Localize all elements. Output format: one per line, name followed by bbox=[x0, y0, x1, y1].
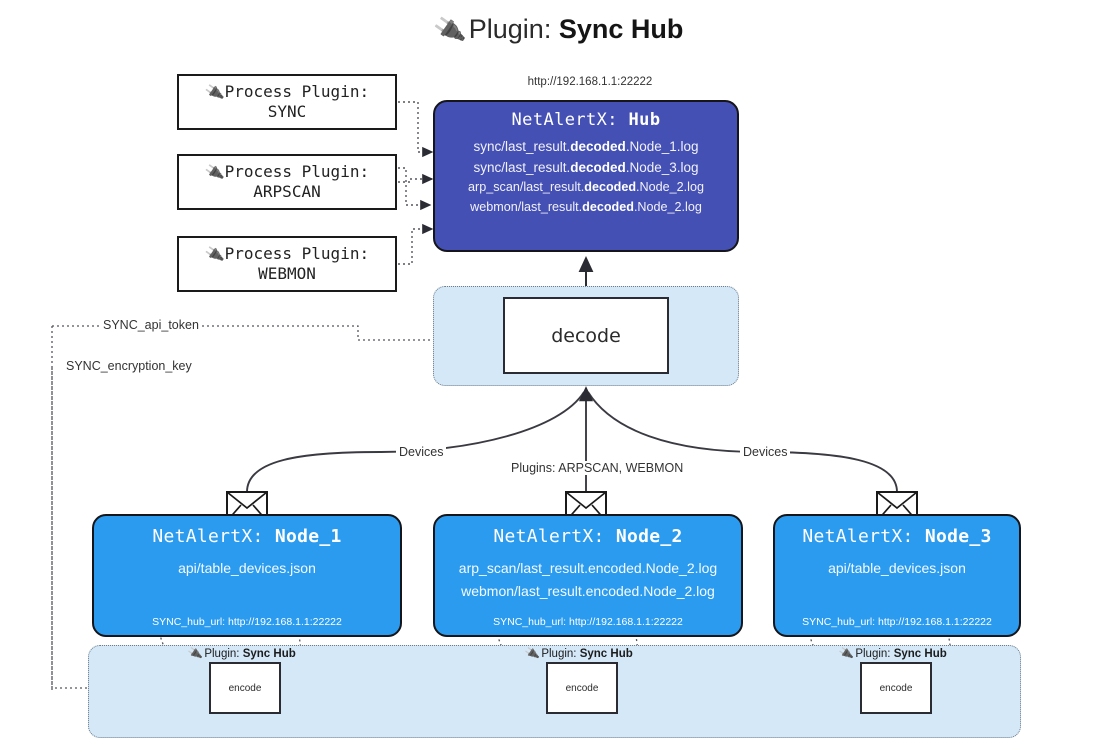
hub-title-lead: NetAlertX: bbox=[511, 110, 618, 130]
wire-node3-devices bbox=[587, 391, 898, 493]
node-line: api/table_devices.json bbox=[178, 560, 316, 576]
hub-log-pre: sync/last_result. bbox=[473, 139, 571, 154]
hub-log-pre: sync/last_result. bbox=[473, 160, 571, 176]
encode-plugin-lead: Plugin: bbox=[541, 648, 577, 660]
node-title: NetAlertX: Node_1 bbox=[94, 526, 400, 547]
hub-log-mid: decoded bbox=[582, 200, 634, 215]
encode-box-1[interactable]: encode bbox=[209, 662, 281, 714]
hub-log-post: .Node_3.log bbox=[625, 160, 699, 176]
hub-log-mid: decoded bbox=[584, 180, 637, 195]
node-box-node1[interactable]: NetAlertX: Node_1 api/table_devices.json… bbox=[92, 514, 402, 637]
node-line: arp_scan/last_result.encoded.Node_2.log bbox=[458, 560, 718, 576]
node-title-lead: NetAlertX: bbox=[152, 526, 264, 547]
node-footer: SYNC_hub_url: http://192.168.1.1:22222 bbox=[802, 616, 992, 628]
wire-sync2-to-hub bbox=[398, 167, 432, 211]
encode-plugin-label-2: 🔌Plugin: Sync Hub bbox=[524, 646, 633, 662]
hub-log-pre: arp_scan/last_result. bbox=[468, 180, 585, 195]
process-plugin-label: Process Plugin: bbox=[224, 162, 370, 181]
hub-log-post: .Node_2.log bbox=[633, 200, 702, 215]
hub-log-line: sync/last_result.decoded.Node_1.log bbox=[435, 136, 737, 157]
node-title: NetAlertX: Node_2 bbox=[435, 526, 741, 547]
encode-box-3[interactable]: encode bbox=[860, 662, 932, 714]
label-devices-left: Devices bbox=[396, 445, 447, 459]
decode-box[interactable]: decode bbox=[503, 297, 669, 374]
plug-icon: 🔌 bbox=[524, 646, 541, 662]
node-title: NetAlertX: Node_3 bbox=[775, 526, 1019, 547]
hub-log-post: .Node_1.log bbox=[625, 139, 699, 154]
encode-plugin-label-1: 🔌Plugin: Sync Hub bbox=[187, 646, 296, 662]
plug-icon: 🔌 bbox=[187, 646, 204, 662]
node-title-lead: NetAlertX: bbox=[802, 526, 914, 547]
hub-log-pre: webmon/last_result. bbox=[470, 200, 583, 215]
process-plugin-name: SYNC bbox=[267, 102, 307, 121]
hub-title-strong: Hub bbox=[628, 110, 661, 130]
node-footer: SYNC_hub_url: http://192.168.1.1:22222 bbox=[152, 616, 342, 628]
encode-plugin-lead: Plugin: bbox=[204, 648, 240, 660]
label-sync-encryption-key: SYNC_encryption_key bbox=[63, 359, 195, 373]
node-title-strong: Node_3 bbox=[924, 526, 992, 547]
label-sync-api-token: SYNC_api_token bbox=[100, 318, 202, 332]
hub-url-label: http://192.168.1.1:22222 bbox=[527, 76, 653, 88]
page-title-lead: Plugin: bbox=[468, 14, 552, 44]
encode-plugin-lead: Plugin: bbox=[855, 648, 891, 660]
node-footer: SYNC_hub_url: http://192.168.1.1:22222 bbox=[493, 616, 683, 628]
process-plugin-name: ARPSCAN bbox=[253, 182, 321, 201]
wire-arpscan-to-hub bbox=[398, 173, 434, 185]
hub-log-line: sync/last_result.decoded.Node_3.log bbox=[435, 157, 737, 178]
process-plugin-label: Process Plugin: bbox=[224, 244, 370, 263]
node-title-lead: NetAlertX: bbox=[493, 526, 605, 547]
plug-icon: 🔌 bbox=[203, 243, 225, 265]
node-line: webmon/last_result.encoded.Node_2.log bbox=[461, 582, 715, 599]
process-plugin-webmon[interactable]: 🔌Process Plugin: WEBMON bbox=[177, 236, 397, 292]
page-title: 🔌Plugin: Sync Hub bbox=[0, 13, 1117, 47]
process-plugin-arpscan[interactable]: 🔌Process Plugin: ARPSCAN bbox=[177, 154, 397, 210]
hub-log-mid: decoded bbox=[570, 160, 626, 176]
node-box-node2[interactable]: NetAlertX: Node_2 arp_scan/last_result.e… bbox=[433, 514, 743, 637]
encode-plugin-strong: Sync Hub bbox=[893, 648, 947, 660]
label-devices-right: Devices bbox=[740, 445, 791, 459]
wire-webmon-to-hub bbox=[398, 223, 434, 265]
hub-box[interactable]: NetAlertX: Hub sync/last_result.decoded.… bbox=[433, 100, 739, 252]
node-title-strong: Node_1 bbox=[274, 526, 342, 547]
node-line: api/table_devices.json bbox=[828, 560, 966, 576]
process-plugin-label: Process Plugin: bbox=[224, 82, 370, 101]
node-title-strong: Node_2 bbox=[615, 526, 683, 547]
label-plugins-center: Plugins: ARPSCAN, WEBMON bbox=[508, 461, 687, 475]
process-plugin-name: WEBMON bbox=[258, 264, 316, 283]
plug-icon: 🔌 bbox=[203, 81, 225, 103]
hub-log-post: .Node_2.log bbox=[636, 180, 704, 195]
process-plugin-sync[interactable]: 🔌Process Plugin: SYNC bbox=[177, 74, 397, 130]
hub-log-line: arp_scan/last_result.decoded.Node_2.log bbox=[435, 178, 737, 198]
hub-log-mid: decoded bbox=[570, 139, 626, 154]
plug-icon: 🔌 bbox=[838, 646, 855, 662]
encode-plugin-strong: Sync Hub bbox=[242, 648, 296, 660]
plug-icon: 🔌 bbox=[431, 13, 467, 47]
wire-node1-devices bbox=[246, 391, 585, 493]
page-title-strong: Sync Hub bbox=[558, 14, 684, 44]
encode-plugin-strong: Sync Hub bbox=[579, 648, 633, 660]
encode-plugin-label-3: 🔌Plugin: Sync Hub bbox=[838, 646, 947, 662]
node-box-node3[interactable]: NetAlertX: Node_3 api/table_devices.json… bbox=[773, 514, 1021, 637]
hub-log-line: webmon/last_result.decoded.Node_2.log bbox=[435, 198, 737, 218]
plug-icon: 🔌 bbox=[203, 161, 225, 183]
encode-box-2[interactable]: encode bbox=[546, 662, 618, 714]
hub-title: NetAlertX: Hub bbox=[435, 110, 737, 130]
wire-sync-to-hub bbox=[398, 101, 434, 158]
